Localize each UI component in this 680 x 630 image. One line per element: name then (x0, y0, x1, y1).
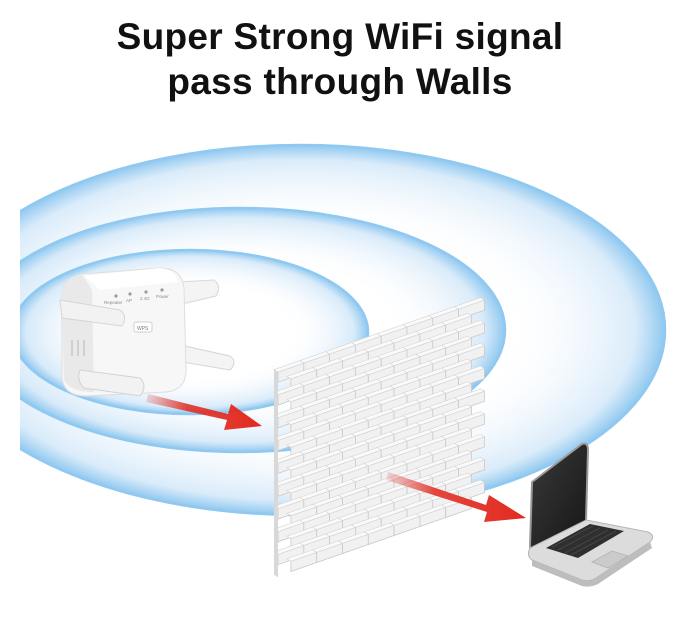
wall-brick-top (453, 456, 486, 469)
wps-button (133, 321, 153, 333)
arrow-icon-1 (146, 394, 262, 430)
wall-brick-top (453, 411, 486, 424)
wall-brick-top (440, 404, 473, 417)
wall-brick-top (440, 472, 473, 485)
wall-brick-top (440, 358, 473, 371)
wall-brick-top (440, 335, 473, 349)
indicator-label-power: Power (156, 294, 169, 299)
wall-brick-top (440, 381, 473, 394)
wall-brick-top (440, 427, 473, 440)
headline-line-1: Super Strong WiFi signal (116, 16, 564, 57)
wall-brick-top (453, 342, 486, 355)
indicator-label-ap: AP (126, 298, 132, 303)
wall-brick-top (453, 365, 486, 378)
headline-line-2: pass through Walls (167, 61, 513, 102)
wps-button-label: WPS (137, 326, 149, 332)
indicator-label-repeater: Repeater (104, 300, 123, 305)
wall-brick-top (453, 479, 486, 492)
wall-side (274, 369, 278, 578)
wall-brick-top (453, 297, 486, 310)
arrow-icon-2 (386, 472, 526, 522)
wall-brick-top (453, 434, 486, 447)
headline: Super Strong WiFi signal pass through Wa… (0, 14, 680, 104)
wifi-repeater-icon (59, 267, 235, 397)
wall-brick-top (453, 388, 486, 401)
wall-brick-top (453, 320, 486, 333)
indicator-label-24g: 2.4G (140, 296, 150, 301)
wall-brick-top (440, 449, 473, 463)
wall-brick-top (440, 313, 473, 326)
laptop-icon (527, 442, 654, 587)
